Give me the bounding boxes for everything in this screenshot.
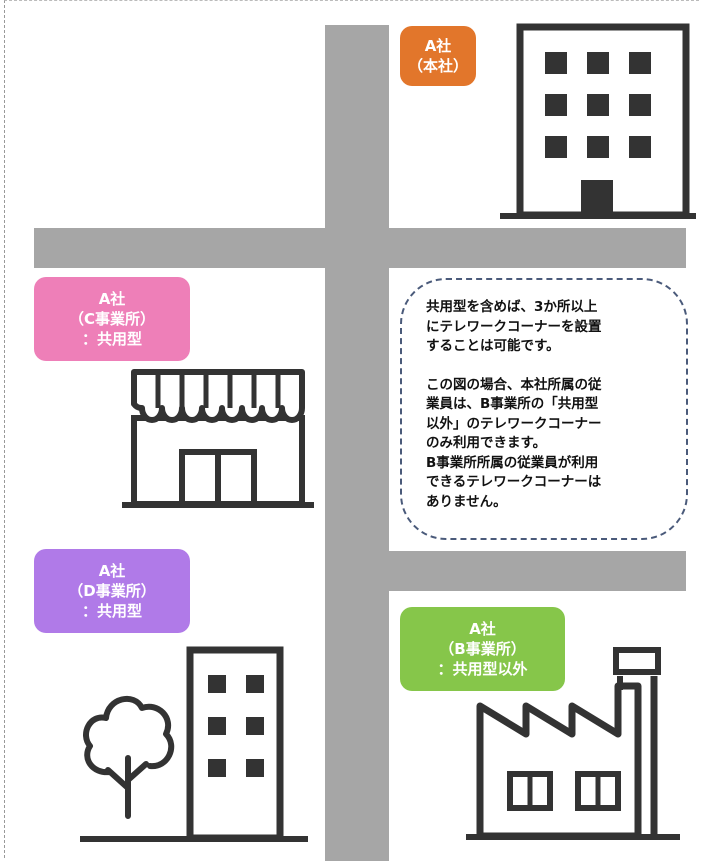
- label-c-office-line2: （C事業所）: [68, 310, 155, 328]
- shop-icon: [122, 369, 314, 508]
- label-head-office: A社 （本社）: [400, 26, 476, 86]
- label-c-office: A社 （C事業所） ：共用型: [34, 277, 190, 361]
- road-horizontal-top: [34, 228, 686, 268]
- label-head-office-line2: （本社）: [407, 57, 468, 75]
- tree-icon: [83, 696, 175, 819]
- label-d-office-line2: （D事業所）: [68, 582, 156, 600]
- note-paragraph-2: この図の場合、本社所属の従 業員は、B事業所の「共用型 以外」のテレワークコーナ…: [426, 376, 602, 510]
- apartment-building-icon: [80, 646, 308, 842]
- office-building-icon: [500, 23, 696, 219]
- label-d-office: A社 （D事業所） ：共用型: [34, 549, 190, 633]
- label-b-office-line3: ：共用型以外: [437, 660, 528, 678]
- label-d-office-line1: A社: [98, 562, 126, 580]
- label-b-office-line1: A社: [469, 620, 496, 638]
- label-b-office-line2: （B事業所）: [439, 640, 526, 658]
- note-bubble: 共用型を含めば、3か所以上 にテレワークコーナーを設置 することは可能です。 こ…: [400, 278, 688, 540]
- label-b-office: A社 （B事業所） ：共用型以外: [400, 607, 565, 691]
- label-c-office-line1: A社: [98, 290, 126, 308]
- road-vertical: [325, 25, 389, 861]
- road-horizontal-bottom: [389, 551, 686, 591]
- note-paragraph-1: 共用型を含めば、3か所以上 にテレワークコーナーを設置 することは可能です。: [426, 299, 602, 354]
- label-c-office-line3: ：共用型: [81, 330, 142, 348]
- factory-icon: [466, 647, 680, 840]
- label-d-office-line3: ：共用型: [81, 602, 142, 620]
- figure-frame: [4, 0, 699, 858]
- label-head-office-line1: A社: [424, 37, 452, 55]
